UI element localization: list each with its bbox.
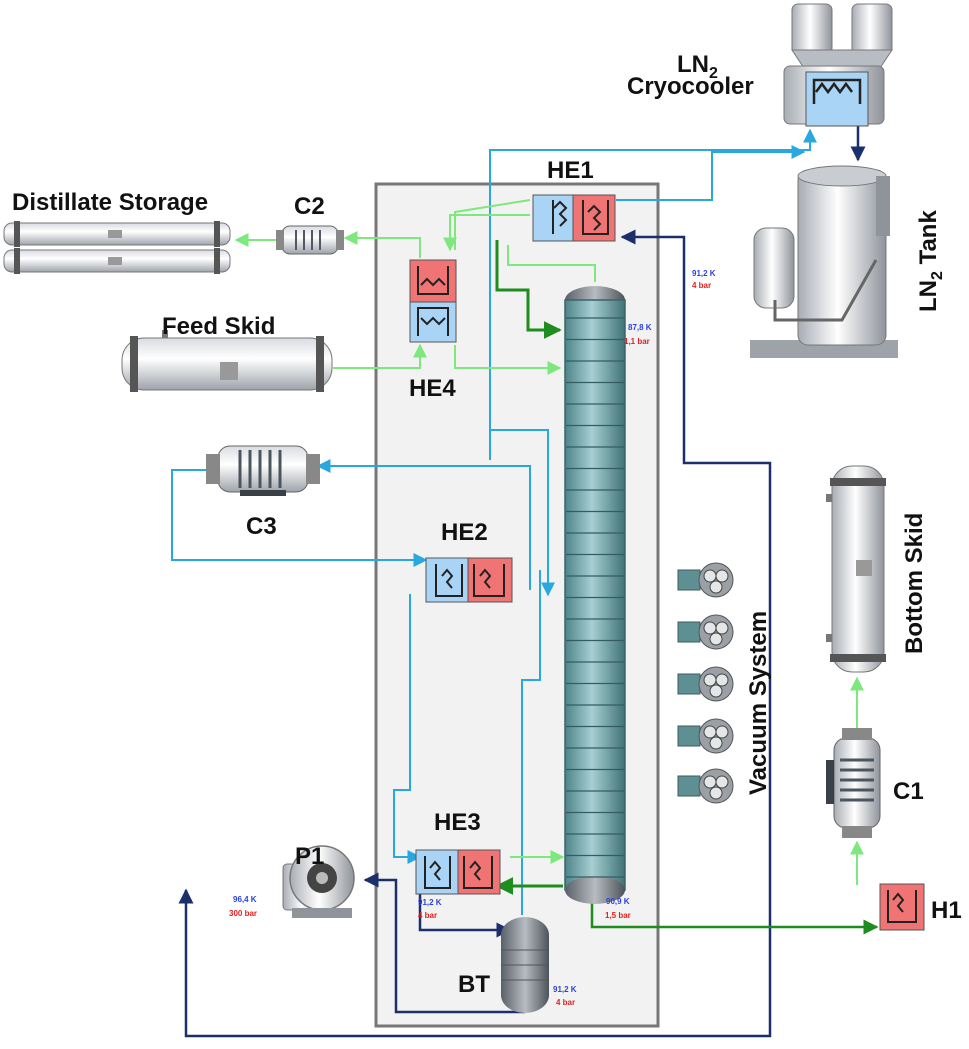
ln2-tank-icon[interactable] xyxy=(750,165,898,358)
vacuum-pump-icon[interactable] xyxy=(677,562,734,598)
c3-compressor-icon[interactable] xyxy=(206,445,320,496)
he3-heat-exchanger[interactable] xyxy=(415,849,501,895)
ln2-line-pressure: 4 bar xyxy=(692,281,711,290)
distillation-column xyxy=(564,286,626,904)
bt-to-p1-line xyxy=(363,872,525,1014)
bottom-skid-tank[interactable] xyxy=(826,465,886,673)
bt-up-line xyxy=(521,570,541,915)
c3-return-line xyxy=(171,469,428,567)
he1-he4-link xyxy=(443,214,530,252)
c3-loop-line xyxy=(316,459,531,590)
he4-to-column-line xyxy=(454,345,562,375)
bt-buffer-tank[interactable] xyxy=(501,917,549,1013)
vacuum-system-pumps xyxy=(677,562,734,804)
distillate-storage-label: Distillate Storage xyxy=(12,189,208,216)
distillate-storage-tanks[interactable] xyxy=(3,221,231,274)
ln2-tank-label: LN2 Tank xyxy=(915,210,946,312)
column-bottom-temp: 90,9 K xyxy=(606,897,630,906)
he3-out-temp: 91,2 K xyxy=(418,898,442,907)
column-to-h1-line xyxy=(590,898,879,935)
he1-reflux-line xyxy=(495,240,562,339)
vacuum-pump-icon[interactable] xyxy=(677,718,734,754)
vacuum-pump-icon[interactable] xyxy=(677,768,734,804)
c2-label: C2 xyxy=(294,193,325,220)
h1-heater[interactable] xyxy=(879,883,925,931)
feed-skid-label: Feed Skid xyxy=(162,313,275,340)
ln2-cryocooler-icon[interactable] xyxy=(783,3,893,127)
c3-label: C3 xyxy=(246,513,277,540)
column-blue-line xyxy=(490,429,555,597)
he1-heat-exchanger[interactable] xyxy=(532,194,616,242)
bottom-skid-label: Bottom Skid xyxy=(901,513,928,654)
he3-to-bt-line xyxy=(418,880,512,938)
vacuum-system-label: Vacuum System xyxy=(745,611,772,795)
he2-he3-line xyxy=(393,594,422,864)
cryocooler-return-line xyxy=(616,145,806,201)
cryocooler-feed-line xyxy=(489,128,817,460)
p1-label: P1 xyxy=(295,843,324,870)
he1-green-in-line xyxy=(454,199,531,250)
column-trays xyxy=(566,317,624,878)
he4-to-c2-line xyxy=(343,231,421,258)
c1-label: C1 xyxy=(893,778,924,805)
ln2-loop-line xyxy=(178,229,772,1038)
c2-compressor-icon[interactable] xyxy=(276,225,344,255)
column-bottom-pressure: 1,5 bar xyxy=(605,911,631,920)
c1-compressor-icon[interactable] xyxy=(826,728,881,838)
he2-label: HE2 xyxy=(441,519,488,546)
he4-heat-exchanger[interactable] xyxy=(409,259,457,343)
he4-label: HE4 xyxy=(409,375,456,402)
ln2-line-temp: 91,2 K xyxy=(692,269,716,278)
he3-out-pressure: 4 bar xyxy=(418,911,437,920)
he2-heat-exchanger[interactable] xyxy=(425,557,513,603)
p1-out-pressure: 300 bar xyxy=(229,909,257,918)
h1-label: H1 xyxy=(931,897,962,924)
feed-skid-tank[interactable] xyxy=(121,330,333,392)
vacuum-pump-icon[interactable] xyxy=(677,614,734,650)
he3-label: HE3 xyxy=(434,809,481,836)
he1-vapor-line xyxy=(507,245,596,282)
ln2-cryocooler-label-2: Cryocooler xyxy=(627,73,754,100)
column-top-temp: 87,8 K xyxy=(628,323,652,332)
bt-label: BT xyxy=(458,971,490,998)
p1-out-temp: 96,4 K xyxy=(233,895,257,904)
he1-label: HE1 xyxy=(547,157,594,184)
bt-temp: 91,2 K xyxy=(553,985,577,994)
p1-pump-icon[interactable] xyxy=(282,845,355,918)
column-top-pressure: 1,1 bar xyxy=(624,337,650,346)
vacuum-pump-icon[interactable] xyxy=(677,666,734,702)
feed-to-he4-line xyxy=(333,343,427,369)
ln2-cryocooler-label: LN2 xyxy=(677,51,718,82)
bt-pressure: 4 bar xyxy=(556,998,575,1007)
